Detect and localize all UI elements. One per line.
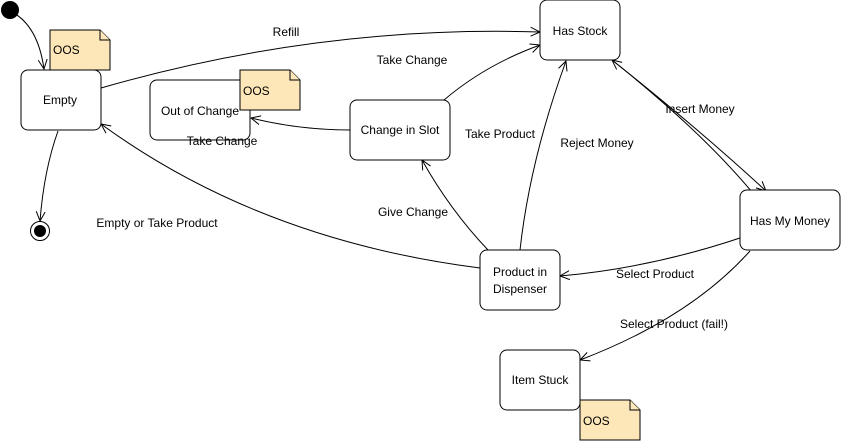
note-item-stuck[interactable] (579, 399, 641, 441)
transition-change-slot-to-out-of-change (251, 118, 351, 131)
note-empty-label: OOS (53, 43, 80, 57)
state-product-in-dispenser[interactable] (479, 249, 561, 311)
transition-dispenser-to-change-slot (422, 160, 489, 251)
label-refill: Refill (273, 25, 300, 39)
state-change-in-slot-label: Change in Slot (361, 123, 440, 137)
label-empty-or-take-product: Empty or Take Product (96, 216, 218, 230)
note-out-of-change-fold (289, 70, 300, 81)
transition-has-stock-to-has-my-money (611, 59, 766, 191)
note-item-stuck-fold (629, 400, 640, 411)
state-has-stock-label: Has Stock (553, 24, 609, 38)
transition-initial-to-empty (11, 11, 44, 69)
label-insert-money: Insert Money (665, 102, 734, 116)
state-has-my-money-label: Has My Money (750, 214, 830, 228)
state-has-my-money[interactable] (739, 189, 841, 251)
state-product-in-dispenser-label-2: Dispenser (493, 282, 547, 296)
initial-state (1, 1, 19, 19)
transition-has-my-money-to-dispenser (560, 237, 741, 276)
transition-empty-to-final (40, 130, 59, 221)
state-has-stock[interactable] (539, 0, 621, 61)
state-product-in-dispenser-label-1: Product in (493, 265, 547, 279)
transition-refill (100, 31, 540, 89)
label-select-product: Select Product (616, 267, 695, 281)
label-give-change: Give Change (378, 205, 448, 219)
label-take-product: Take Product (465, 127, 536, 141)
note-empty[interactable] (49, 29, 111, 71)
label-take-change-top: Take Change (377, 53, 448, 67)
note-empty-fold (99, 30, 110, 41)
label-select-product-fail: Select Product (fail!) (620, 317, 728, 331)
transition-has-my-money-to-has-stock (612, 60, 753, 193)
label-reject-money: Reject Money (560, 136, 633, 150)
state-change-in-slot[interactable] (349, 99, 451, 161)
transition-dispenser-to-empty (101, 124, 481, 269)
label-take-change-left: Take Change (187, 134, 258, 148)
note-out-of-change-label: OOS (243, 84, 270, 98)
transition-has-my-money-to-item-stuck (580, 250, 751, 360)
state-item-stuck[interactable] (499, 349, 581, 411)
transition-dispenser-to-has-stock (519, 61, 566, 251)
note-out-of-change[interactable] (239, 69, 301, 111)
state-out-of-change-label: Out of Change (161, 104, 239, 118)
final-state-dot (34, 225, 46, 237)
note-item-stuck-label: OOS (583, 414, 610, 428)
state-item-stuck-label: Item Stuck (512, 373, 570, 387)
transition-change-slot-to-has-stock (443, 45, 540, 101)
state-empty-label: Empty (43, 93, 77, 107)
